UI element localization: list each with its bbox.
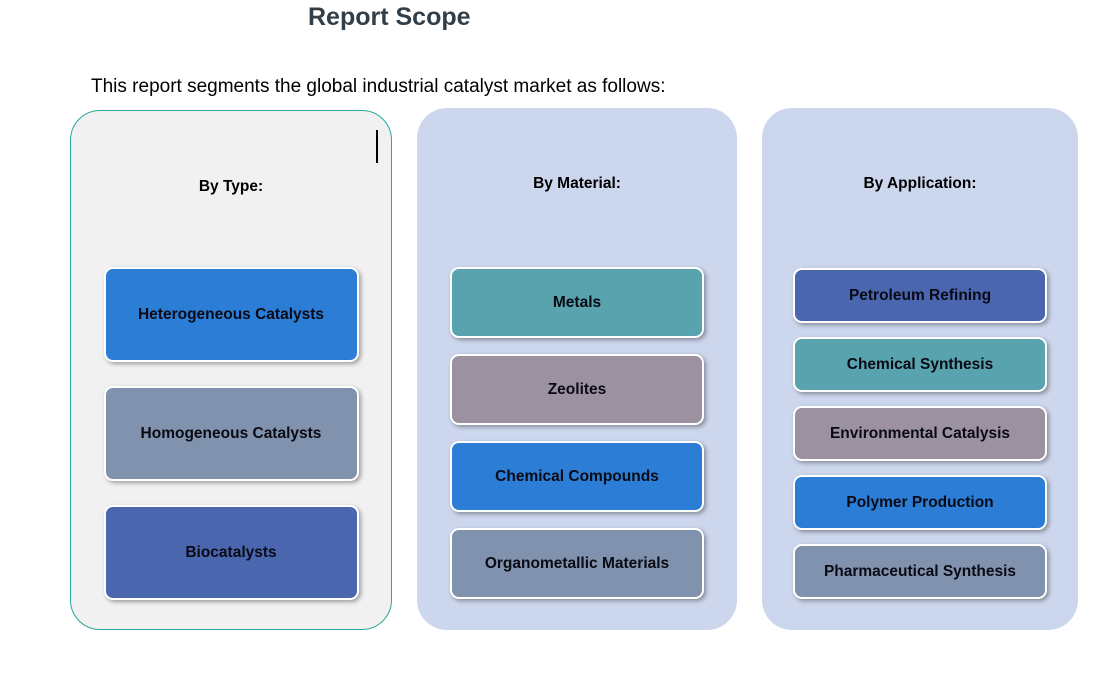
text-cursor [376, 130, 378, 163]
panel-by-application-header: By Application: [863, 175, 977, 192]
panel-by-application: By Application: Petroleum Refining Chemi… [762, 108, 1078, 630]
panel-by-material: By Material: Metals Zeolites Chemical Co… [417, 108, 737, 630]
segment-box-environmental-catalysis: Environmental Catalysis [793, 406, 1047, 461]
segment-box-pharmaceutical-synthesis: Pharmaceutical Synthesis [793, 544, 1047, 599]
segment-box-petroleum-refining: Petroleum Refining [793, 268, 1047, 323]
segment-box-chemical-compounds: Chemical Compounds [450, 441, 704, 512]
segment-box-label: Homogeneous Catalysts [140, 424, 322, 442]
segment-box-zeolites: Zeolites [450, 354, 704, 425]
segment-box-label: Chemical Compounds [495, 467, 659, 485]
page-title: Report Scope [308, 3, 471, 31]
segment-box-chemical-synthesis: Chemical Synthesis [793, 337, 1047, 392]
panel-by-material-header: By Material: [533, 175, 621, 192]
segment-box-biocatalysts: Biocatalysts [103, 505, 359, 600]
panel-by-type-boxes: Heterogeneous Catalysts Homogeneous Cata… [71, 267, 391, 600]
segment-box-metals: Metals [450, 267, 704, 338]
panel-by-material-boxes: Metals Zeolites Chemical Compounds Organ… [417, 267, 737, 599]
segment-box-heterogeneous-catalysts: Heterogeneous Catalysts [103, 267, 359, 362]
segment-box-label: Petroleum Refining [848, 286, 992, 304]
segment-box-label: Organometallic Materials [484, 554, 670, 572]
segment-box-label: Chemical Synthesis [846, 355, 994, 373]
segment-box-label: Environmental Catalysis [829, 424, 1011, 442]
segment-box-homogeneous-catalysts: Homogeneous Catalysts [103, 386, 359, 481]
segment-box-label: Zeolites [547, 380, 607, 398]
segment-box-label: Polymer Production [846, 493, 994, 511]
segment-box-label: Metals [552, 293, 602, 311]
segment-box-organometallic-materials: Organometallic Materials [450, 528, 704, 599]
panel-by-application-boxes: Petroleum Refining Chemical Synthesis En… [762, 268, 1078, 599]
segment-box-polymer-production: Polymer Production [793, 475, 1047, 530]
segment-box-label: Biocatalysts [185, 543, 277, 561]
subtitle-text: This report segments the global industri… [91, 76, 666, 97]
segment-box-label: Heterogeneous Catalysts [137, 305, 325, 323]
panel-by-type: By Type: Heterogeneous Catalysts Homogen… [70, 110, 392, 630]
panel-by-type-header: By Type: [198, 178, 264, 195]
segment-box-label: Pharmaceutical Synthesis [823, 562, 1017, 580]
